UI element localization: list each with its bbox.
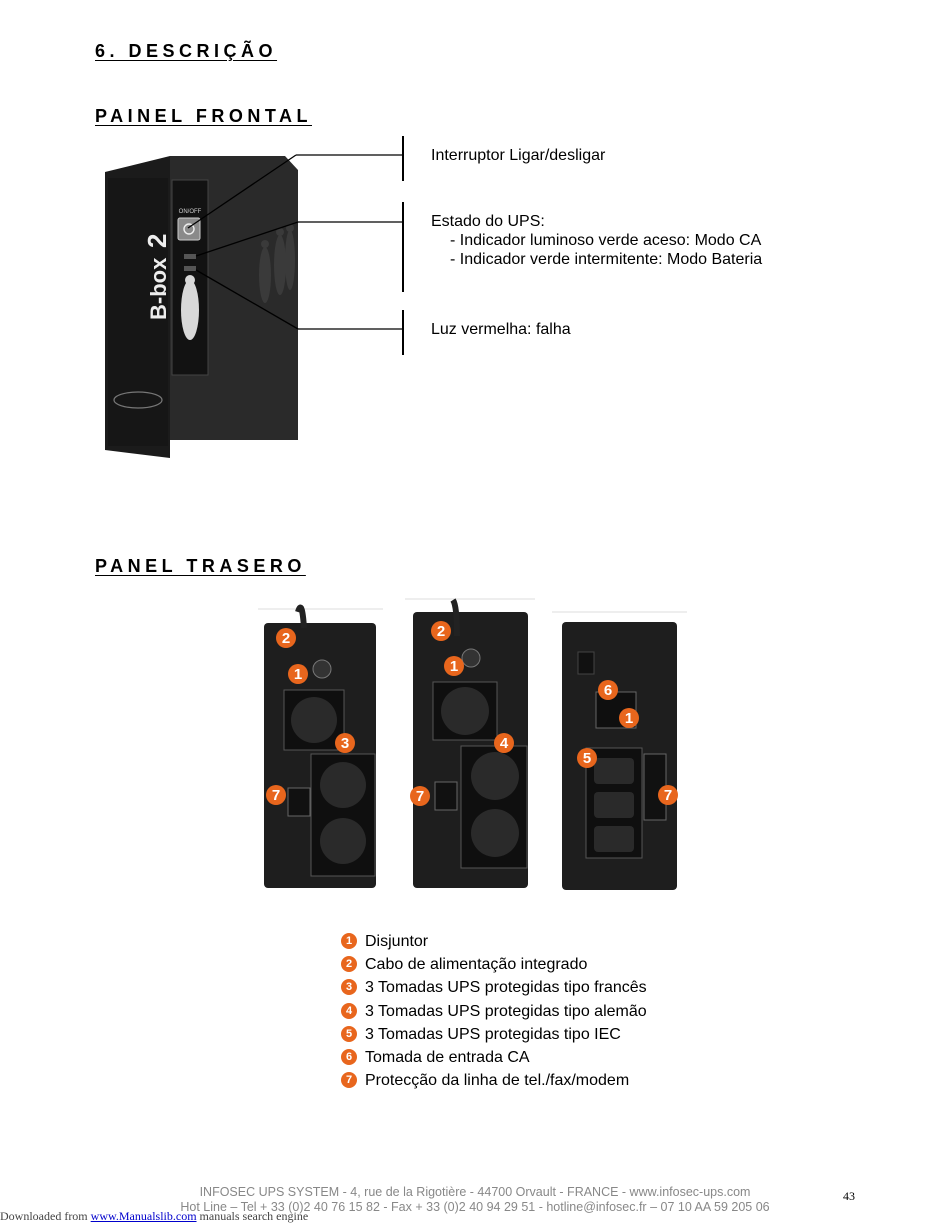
legend-text: Tomada de entrada CA bbox=[365, 1048, 530, 1066]
label-ups-status: Estado do UPS: - Indicador luminoso verd… bbox=[431, 212, 762, 269]
legend-text: 3 Tomadas UPS protegidas tipo alemão bbox=[365, 1002, 647, 1020]
front-panel-photo: ON/OFF B-box 2 bbox=[105, 156, 298, 458]
person-figure bbox=[181, 280, 199, 340]
svg-text:2: 2 bbox=[437, 623, 445, 640]
download-suffix: manuals search engine bbox=[196, 1209, 309, 1223]
svg-text:7: 7 bbox=[272, 787, 280, 804]
label-onoff-text: Interruptor Ligar/desligar bbox=[431, 147, 606, 164]
legend-text: Protecção da linha de tel./fax/modem bbox=[365, 1072, 630, 1090]
legend-text: 3 Tomadas UPS protegidas tipo francês bbox=[365, 979, 647, 997]
badge-7-icon: 7 bbox=[410, 786, 430, 806]
badge-2-icon: 2 bbox=[431, 621, 451, 641]
rear-photo-iec: 6 1 5 7 bbox=[552, 611, 687, 890]
fault-light-text: Luz vermelha: falha bbox=[431, 321, 571, 338]
manualslib-link[interactable]: www.Manualslib.com bbox=[90, 1209, 197, 1223]
footer-address: INFOSEC UPS SYSTEM - 4, rue de la Rigoti… bbox=[199, 1185, 751, 1199]
number-badge-icon: 3 bbox=[341, 979, 357, 996]
badge-1-icon: 1 bbox=[288, 664, 308, 684]
badge-1-icon: 1 bbox=[619, 708, 639, 728]
ups-status-title: Estado do UPS: bbox=[431, 213, 545, 230]
rear-photo-german: 2 1 4 7 bbox=[405, 598, 535, 888]
number-badge-icon: 4 bbox=[341, 1002, 357, 1019]
download-note: Downloaded from www.Manualslib.com manua… bbox=[0, 1209, 308, 1224]
model-number: 2 bbox=[142, 234, 172, 248]
svg-text:3: 3 bbox=[341, 735, 349, 752]
brand-text: B-box bbox=[146, 257, 171, 320]
onoff-label: ON/OFF bbox=[179, 209, 202, 215]
badge-1-icon: 1 bbox=[444, 656, 464, 676]
badge-2-icon: 2 bbox=[276, 628, 296, 648]
legend-text: 3 Tomadas UPS protegidas tipo IEC bbox=[365, 1025, 621, 1043]
badge-6-icon: 6 bbox=[598, 680, 618, 700]
badge-7-icon: 7 bbox=[266, 785, 286, 805]
badge-5-icon: 5 bbox=[577, 748, 597, 768]
badge-3-icon: 3 bbox=[335, 733, 355, 753]
label-onoff-switch: Interruptor Ligar/desligar bbox=[431, 146, 605, 165]
svg-text:5: 5 bbox=[583, 750, 591, 767]
svg-text:4: 4 bbox=[500, 735, 509, 752]
badge-7-icon: 7 bbox=[658, 785, 678, 805]
front-panel-heading: PAINEL FRONTAL bbox=[95, 106, 312, 126]
page-number: 43 bbox=[843, 1189, 855, 1203]
legend-text: Cabo de alimentação integrado bbox=[365, 956, 588, 974]
svg-text:7: 7 bbox=[664, 787, 672, 804]
callout-bar-3 bbox=[402, 310, 404, 355]
fault-led bbox=[184, 266, 196, 271]
callout-bar-1 bbox=[402, 136, 404, 181]
download-prefix: Downloaded from bbox=[0, 1209, 91, 1223]
svg-text:1: 1 bbox=[294, 666, 302, 683]
rear-photo-french: 2 1 3 7 bbox=[258, 604, 383, 888]
number-badge-icon: 7 bbox=[341, 1072, 357, 1089]
ups-status-line-ac: - Indicador luminoso verde aceso: Modo C… bbox=[450, 232, 762, 249]
status-led bbox=[184, 254, 196, 259]
number-badge-icon: 2 bbox=[341, 956, 357, 973]
rear-panel-heading: PANEL TRASERO bbox=[95, 556, 306, 576]
svg-text:2: 2 bbox=[282, 630, 290, 647]
logo bbox=[113, 391, 163, 409]
number-badge-icon: 5 bbox=[341, 1025, 357, 1042]
badge-4-icon: 4 bbox=[494, 733, 514, 753]
svg-text:1: 1 bbox=[625, 710, 633, 727]
svg-text:7: 7 bbox=[416, 788, 424, 805]
label-fault-light: Luz vermelha: falha bbox=[431, 320, 571, 339]
svg-text:6: 6 bbox=[604, 682, 612, 699]
callout-bar-2 bbox=[402, 202, 404, 292]
ups-status-line-battery: - Indicador verde intermitente: Modo Bat… bbox=[450, 251, 763, 268]
number-badge-icon: 1 bbox=[341, 933, 357, 949]
svg-text:1: 1 bbox=[450, 658, 458, 675]
footer-hotline: Hot Line – Tel + 33 (0)2 40 76 15 82 - F… bbox=[180, 1200, 770, 1214]
section-title: 6. DESCRIÇÃO bbox=[95, 41, 278, 61]
callout-lines bbox=[187, 154, 402, 330]
number-badge-icon: 6 bbox=[341, 1048, 357, 1065]
legend-text: Disjuntor bbox=[365, 933, 429, 950]
